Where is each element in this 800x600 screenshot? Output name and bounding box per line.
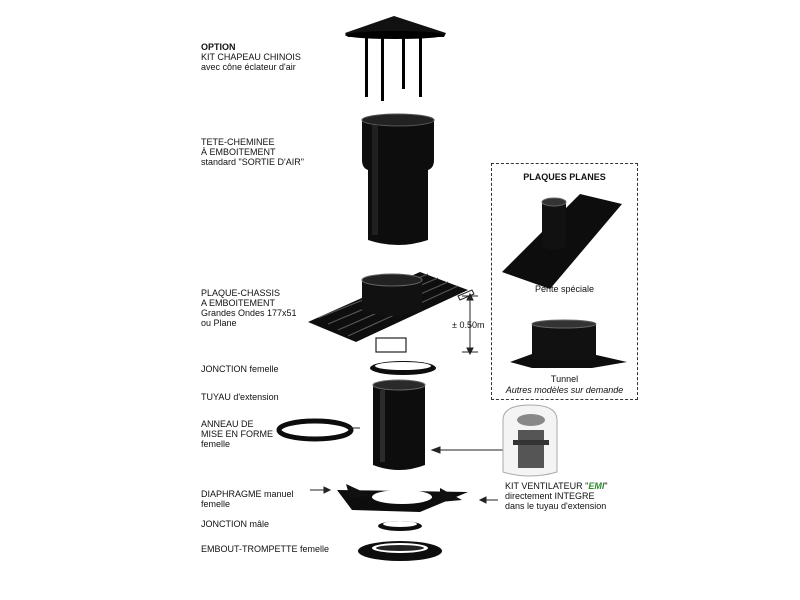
jonction-femelle-part (370, 361, 436, 375)
dimension-label: ± 0.50m (452, 320, 485, 330)
label-tete-2: À EMBOITEMENT (201, 147, 276, 157)
kit-line1-suffix: " (604, 481, 608, 491)
label-kit-ventilateur: KIT VENTILATEUR "EMI" directement INTEGR… (505, 481, 608, 511)
diaphragme-part (310, 484, 498, 512)
pente-speciale-part (502, 194, 622, 289)
label-tuyau: TUYAU d'extension (201, 392, 279, 402)
emi-logo: EMI (588, 481, 605, 491)
panel-title: PLAQUES PLANES (523, 172, 606, 182)
label-plaque-1: PLAQUE-CHASSIS (201, 288, 281, 298)
embout-trompette-part (358, 541, 442, 561)
label-anneau-2: MISE EN FORME (201, 429, 274, 439)
dimension-marker (462, 292, 478, 356)
label-anneau-1: ANNEAU DE (201, 419, 254, 429)
anneau-part (276, 418, 360, 442)
label-plaque-2: A EMBOITEMENT (201, 298, 276, 308)
label-option-3: avec cône éclateur d'air (201, 62, 296, 72)
label-jonction-femelle: JONCTION femelle (201, 364, 279, 374)
plaque-chassis-part (308, 272, 475, 353)
kit-ventilateur-part (502, 404, 558, 477)
tuyau-extension-part (372, 379, 426, 470)
label-option-1: OPTION (201, 42, 236, 52)
plaques-planes-panel: PLAQUES PLANES Pente spéciale Tunnel Aut… (491, 163, 638, 400)
label-diaphragme-2: femelle (201, 499, 231, 509)
label-plaque-4: ou Plane (201, 318, 237, 328)
label-tete: TETE-CHEMINEE À EMBOITEMENT standard "SO… (201, 137, 304, 167)
panel-drawings (502, 194, 627, 368)
label-diaphragme-1: DIAPHRAGME manuel (201, 489, 294, 499)
label-option-2: KIT CHAPEAU CHINOIS (201, 52, 301, 62)
label-tete-1: TETE-CHEMINEE (201, 137, 275, 147)
label-jonction-male: JONCTION mâle (201, 519, 270, 529)
label-embout: EMBOUT-TROMPETTE femelle (201, 544, 330, 554)
pente-speciale-caption: Pente spéciale (534, 284, 595, 294)
kit-line2: directement INTEGRE (505, 491, 595, 501)
kit-line1-prefix: KIT VENTILATEUR " (505, 481, 589, 491)
chapeau-chinois-part (345, 16, 446, 101)
jonction-male-part (378, 521, 422, 531)
kit-line3: dans le tuyau d'extension (505, 501, 607, 511)
tunnel-caption: Tunnel (550, 374, 579, 384)
label-diaphragme: DIAPHRAGME manuel femelle (201, 489, 294, 509)
tunnel-part (510, 319, 627, 368)
kit-arrow (430, 446, 505, 454)
label-tete-3: standard "SORTIE D'AIR" (201, 157, 304, 167)
label-anneau: ANNEAU DE MISE EN FORME femelle (201, 419, 273, 449)
tete-cheminee-part (361, 113, 435, 245)
label-plaque-3: Grandes Ondes 177x51 (201, 308, 297, 318)
label-plaque: PLAQUE-CHASSIS A EMBOITEMENT Grandes Ond… (201, 288, 297, 328)
autres-modeles-caption: Autres modèles sur demande (505, 385, 624, 395)
label-anneau-3: femelle (201, 439, 231, 449)
label-option: OPTION KIT CHAPEAU CHINOIS avec cône écl… (201, 42, 301, 72)
